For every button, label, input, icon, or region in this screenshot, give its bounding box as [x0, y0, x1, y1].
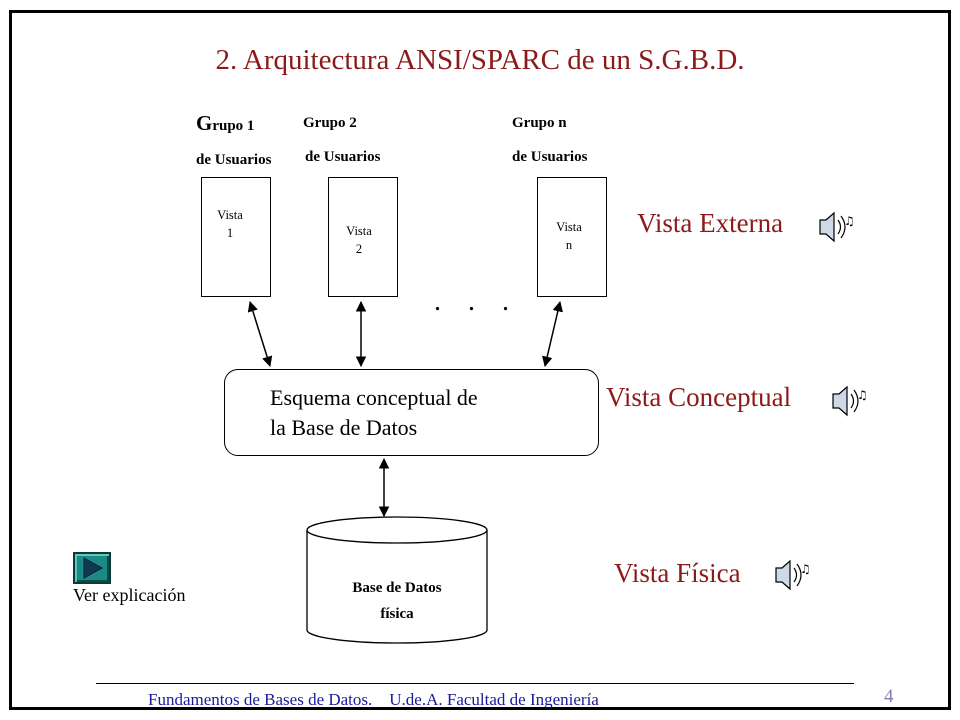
view-n-label: Vista n	[549, 218, 589, 254]
speaker-icon: ♫	[832, 385, 868, 417]
view-box-1: Vista 1	[201, 177, 271, 297]
view-n-letter: n	[565, 238, 573, 252]
conceptual-line-2: la Base de Datos	[270, 415, 418, 440]
ver-explicacion-button[interactable]	[73, 552, 111, 584]
slide-frame	[9, 10, 951, 710]
database-cylinder-icon	[306, 516, 488, 644]
group-n-title: Grupo n	[512, 115, 567, 131]
play-icon	[83, 557, 104, 579]
view-1-number: 1	[226, 226, 234, 240]
database-label: Base de Datos física	[307, 575, 487, 627]
group-2-label: Grupo 2 de Usuarios	[303, 106, 381, 174]
group-n-label: Grupo n de Usuarios	[512, 106, 587, 174]
group-1-label: Grupo 1 de Usuarios	[196, 106, 271, 177]
group-n-subtitle: de Usuarios	[512, 149, 588, 165]
group-2-subtitle: de Usuarios	[305, 149, 381, 165]
ver-explicacion-label[interactable]: Ver explicación	[73, 585, 186, 605]
level-external-label: Vista Externa	[637, 208, 784, 238]
footer-divider	[96, 683, 854, 684]
slide-title: 2. Arquitectura ANSI/SPARC de un S.G.B.D…	[215, 44, 745, 76]
arrow-viewn-conceptual	[542, 300, 563, 368]
footer-text: Fundamentos de Bases de Datos. U.de.A. F…	[148, 690, 599, 709]
level-physical-label: Vista Física	[614, 558, 741, 588]
view-2-number: 2	[355, 242, 363, 256]
view-n-title: Vista	[556, 220, 582, 234]
view-box-n: Vista n	[537, 177, 607, 297]
ellipsis: . . .	[434, 286, 519, 317]
view-2-label: Vista 2	[339, 222, 379, 258]
page-number: 4	[884, 686, 894, 707]
group-2-title: Grupo 2	[303, 115, 357, 131]
group-1-subtitle: de Usuarios	[196, 152, 272, 168]
conceptual-schema-text: Esquema conceptual de la Base de Datos	[270, 383, 478, 443]
svg-text:♫: ♫	[844, 214, 855, 228]
view-box-2: Vista 2	[328, 177, 398, 297]
view-2-title: Vista	[346, 224, 372, 238]
group-1-initial: G	[196, 111, 213, 135]
arrow-view1-conceptual	[247, 300, 273, 368]
svg-text:♫: ♫	[800, 562, 811, 576]
level-conceptual-label: Vista Conceptual	[606, 382, 792, 412]
conceptual-line-1: Esquema conceptual de	[270, 385, 478, 410]
conceptual-schema-box	[224, 369, 599, 456]
view-1-label: Vista 1	[210, 206, 250, 242]
group-1-title: rupo 1	[212, 118, 255, 134]
database-line-2: física	[380, 606, 414, 622]
speaker-icon: ♫	[819, 211, 855, 243]
svg-text:♫: ♫	[857, 388, 868, 402]
view-1-title: Vista	[217, 208, 243, 222]
speaker-icon: ♫	[775, 559, 811, 591]
database-line-1: Base de Datos	[352, 580, 442, 596]
